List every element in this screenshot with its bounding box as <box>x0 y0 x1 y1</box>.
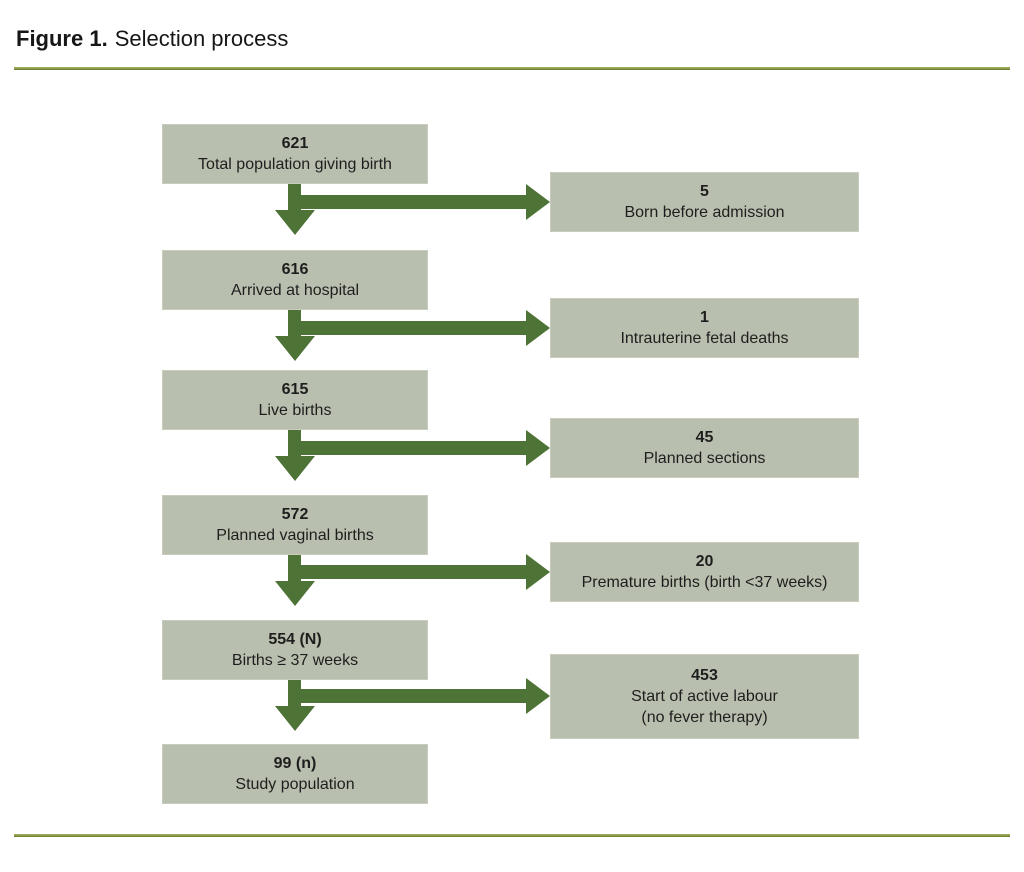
flow-box-live-births: 615 Live births <box>162 370 428 430</box>
arrow-right-5-shaft <box>288 689 526 703</box>
box-value: 615 <box>281 381 309 398</box>
arrow-right-3-shaft <box>288 441 526 455</box>
box-value: 20 <box>695 553 714 570</box>
arrow-down-1-head <box>275 210 315 235</box>
box-value: 5 <box>700 183 709 200</box>
arrow-right-3-head <box>526 430 550 466</box>
box-value: 554 (N) <box>268 631 322 648</box>
bottom-divider <box>14 834 1010 837</box>
box-label: Premature births (birth <37 weeks) <box>581 574 828 591</box>
flow-box-births-37-weeks: 554 (N) Births ≥ 37 weeks <box>162 620 428 680</box>
box-value: 45 <box>695 429 714 446</box>
box-label: Arrived at hospital <box>230 282 360 299</box>
arrow-right-1-head <box>526 184 550 220</box>
arrow-down-3-head <box>275 456 315 481</box>
box-value: 572 <box>281 506 309 523</box>
figure-caption: Selection process <box>114 26 289 51</box>
excluded-box-premature-births: 20 Premature births (birth <37 weeks) <box>550 542 859 602</box>
arrow-right-2-head <box>526 310 550 346</box>
box-value: 99 (n) <box>273 755 317 772</box>
arrow-down-4-head <box>275 581 315 606</box>
box-label: Start of active labour <box>631 688 778 705</box>
flow-box-arrived-at-hospital: 616 Arrived at hospital <box>162 250 428 310</box>
box-label: Planned sections <box>643 450 766 467</box>
box-value: 621 <box>281 135 309 152</box>
excluded-box-intrauterine-fetal-deaths: 1 Intrauterine fetal deaths <box>550 298 859 358</box>
box-value: 616 <box>281 261 309 278</box>
arrow-right-2-shaft <box>288 321 526 335</box>
arrow-right-1-shaft <box>288 195 526 209</box>
arrow-right-4-shaft <box>288 565 526 579</box>
arrow-right-4-head <box>526 554 550 590</box>
box-label: Born before admission <box>624 204 785 221</box>
box-label: Births ≥ 37 weeks <box>231 652 359 669</box>
figure-title: Figure 1.Selection process <box>16 26 288 52</box>
excluded-box-start-active-labour: 453 Start of active labour (no fever the… <box>550 654 859 739</box>
box-label: Live births <box>258 402 332 419</box>
arrow-down-5-head <box>275 706 315 731</box>
box-sublabel: (no fever therapy) <box>641 709 768 726</box>
figure-number-label: Figure 1. <box>16 26 108 51</box>
arrow-down-2-head <box>275 336 315 361</box>
box-value: 453 <box>691 667 718 684</box>
box-label: Study population <box>235 776 355 793</box>
excluded-box-planned-sections: 45 Planned sections <box>550 418 859 478</box>
title-divider <box>14 67 1010 70</box>
box-label: Intrauterine fetal deaths <box>620 330 789 347</box>
box-label: Planned vaginal births <box>216 527 374 544</box>
box-label: Total population giving birth <box>198 156 392 173</box>
arrow-right-5-head <box>526 678 550 714</box>
flow-box-planned-vaginal-births: 572 Planned vaginal births <box>162 495 428 555</box>
box-value: 1 <box>700 309 709 326</box>
excluded-box-born-before-admission: 5 Born before admission <box>550 172 859 232</box>
flow-box-study-population: 99 (n) Study population <box>162 744 428 804</box>
flow-box-total-population: 621 Total population giving birth <box>162 124 428 184</box>
